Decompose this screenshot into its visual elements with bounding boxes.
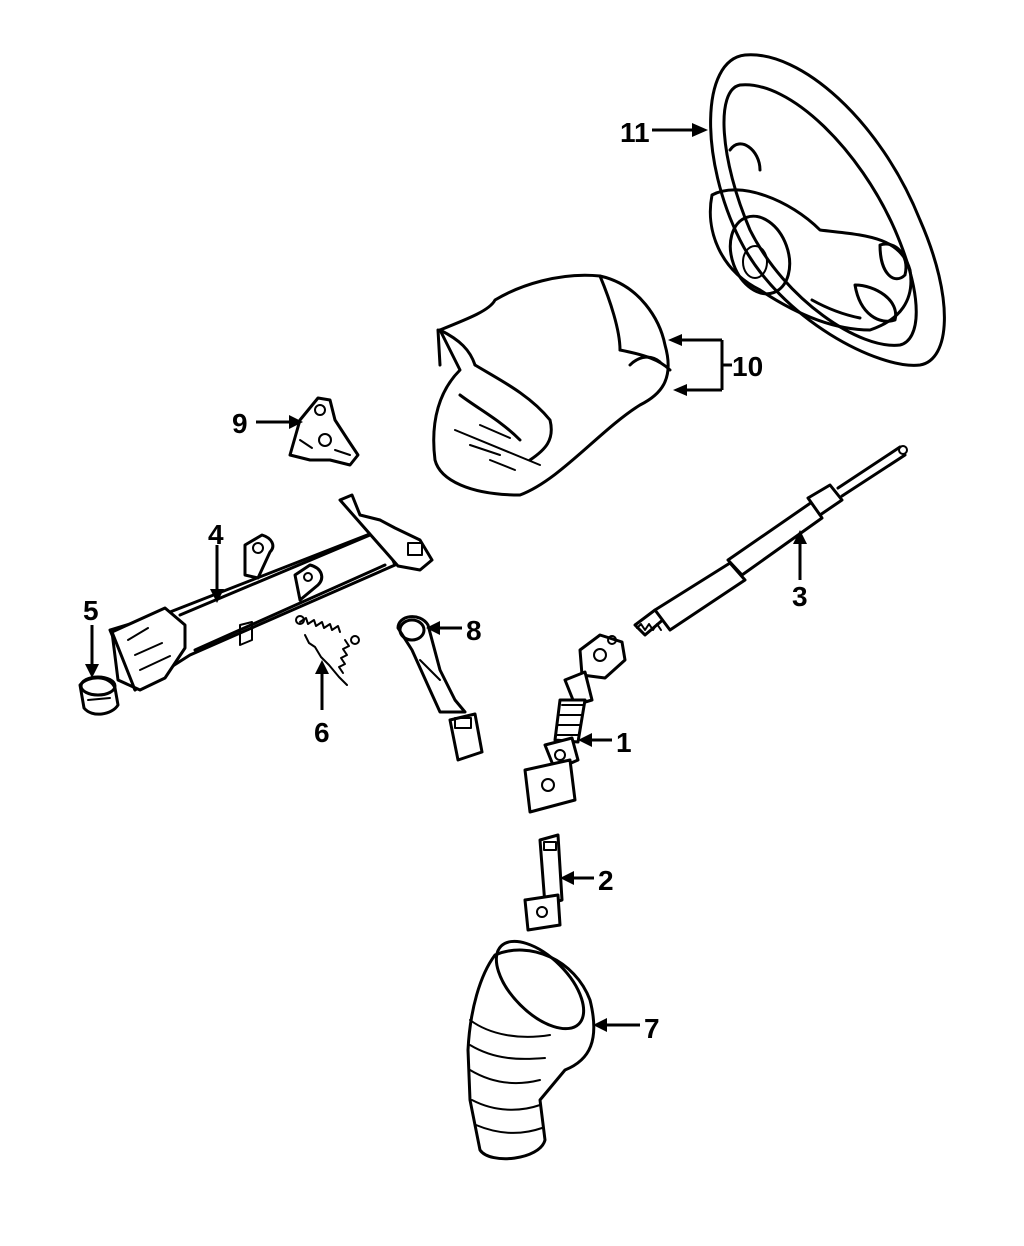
callout-6: 6 xyxy=(314,717,330,748)
callout-11: 11 xyxy=(620,117,650,148)
callout-4: 4 xyxy=(208,519,224,550)
callout-5: 5 xyxy=(83,595,99,626)
callout-7: 7 xyxy=(644,1013,660,1044)
callout-9: 9 xyxy=(232,408,248,439)
callout-labels: 11 10 9 4 5 6 8 3 1 2 7 xyxy=(83,117,808,1044)
callout-2: 2 xyxy=(598,865,614,896)
steering-column[interactable] xyxy=(108,493,434,692)
callout-3: 3 xyxy=(792,581,808,612)
column-cover[interactable] xyxy=(432,273,672,497)
springs[interactable] xyxy=(295,615,360,686)
callout-10: 10 xyxy=(732,351,763,382)
bushing[interactable] xyxy=(78,675,120,716)
lower-shaft[interactable] xyxy=(523,833,564,932)
callout-8: 8 xyxy=(466,615,482,646)
intermediate-shaft[interactable] xyxy=(633,445,908,637)
steering-wheel[interactable] xyxy=(708,53,946,367)
leader-arrows xyxy=(85,123,807,1032)
bracket[interactable] xyxy=(288,396,360,467)
boot[interactable] xyxy=(466,926,599,1161)
lever-assembly[interactable] xyxy=(396,615,484,762)
universal-joint[interactable] xyxy=(523,633,627,814)
callout-1: 1 xyxy=(616,727,632,758)
